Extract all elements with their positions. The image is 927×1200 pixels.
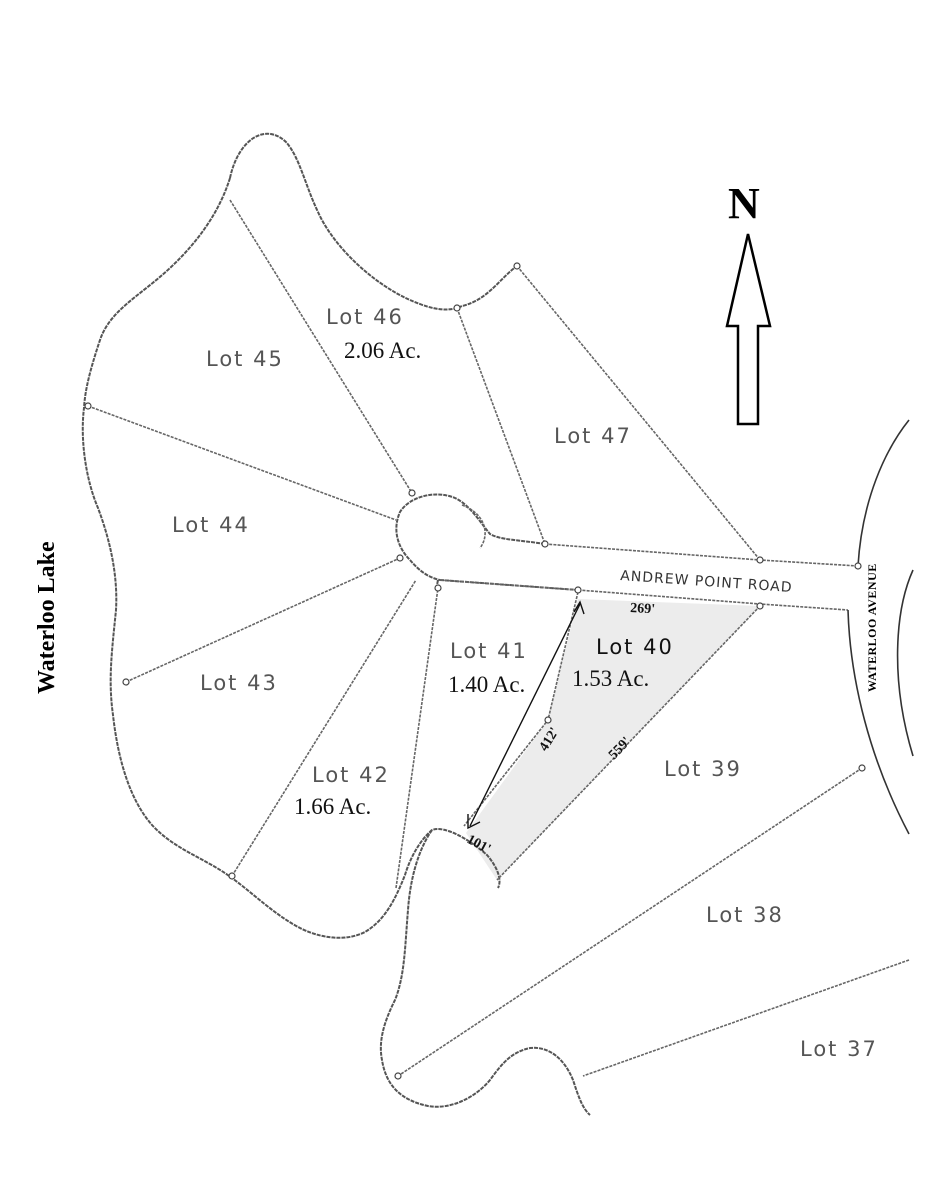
waterloo-avenue-west-edge — [847, 419, 910, 835]
lot-40-highlight — [466, 599, 760, 880]
lot-line-41-42 — [395, 587, 439, 889]
lot-38-label: Lot 38 — [706, 903, 784, 927]
lot-42-acres: 1.66 Ac. — [294, 794, 371, 819]
lot-40-label: Lot 40 — [596, 635, 674, 659]
dimension-front: 269' — [630, 601, 656, 617]
lot-line-37-38 — [582, 959, 910, 1077]
north-arrow: N — [725, 179, 772, 426]
lot-line-47-east — [516, 265, 761, 561]
andrew-point-road-north-edge — [544, 543, 859, 567]
west-shoreline — [81, 177, 501, 939]
lot-41-acres: 1.40 Ac. — [448, 672, 525, 697]
lot-line-39-40 — [496, 605, 761, 881]
survey-pins — [84, 262, 866, 1080]
lot-43-label: Lot 43 — [200, 671, 278, 695]
waterloo-avenue-east-edge — [896, 569, 914, 757]
lot-37-label: Lot 37 — [800, 1037, 878, 1061]
lot-42-label: Lot 42 — [312, 763, 390, 787]
lot-line-38-39 — [397, 767, 863, 1077]
dimension-arrow-412 — [467, 600, 585, 830]
lot-45-label: Lot 45 — [206, 347, 284, 371]
andrew-point-road-south-edge — [439, 579, 849, 611]
lot-40-acres: 1.53 Ac. — [572, 666, 649, 691]
lot-46-label: Lot 46 — [326, 305, 404, 329]
cul-de-sac — [461, 504, 486, 549]
lot-46-acres: 2.06 Ac. — [344, 338, 421, 363]
shoreline — [229, 132, 579, 591]
andrew-point-road-label: ANDREW POINT ROAD — [620, 568, 793, 596]
lot-47-label: Lot 47 — [554, 424, 632, 448]
waterloo-avenue-label: WATERLOO AVENUE — [865, 563, 879, 692]
lot-line-43-44 — [125, 557, 401, 683]
south-shoreline — [379, 829, 591, 1116]
lot-line-42-43 — [231, 579, 417, 877]
lot-41-label: Lot 41 — [450, 639, 528, 663]
lake-label: Waterloo Lake — [34, 541, 60, 694]
north-arrow-icon — [725, 233, 772, 426]
lot-39-label: Lot 39 — [664, 757, 742, 781]
lot-line-44-45 — [87, 405, 397, 521]
north-label: N — [728, 179, 760, 228]
lot-44-label: Lot 44 — [172, 513, 250, 537]
lot-line-45-46 — [229, 199, 413, 494]
